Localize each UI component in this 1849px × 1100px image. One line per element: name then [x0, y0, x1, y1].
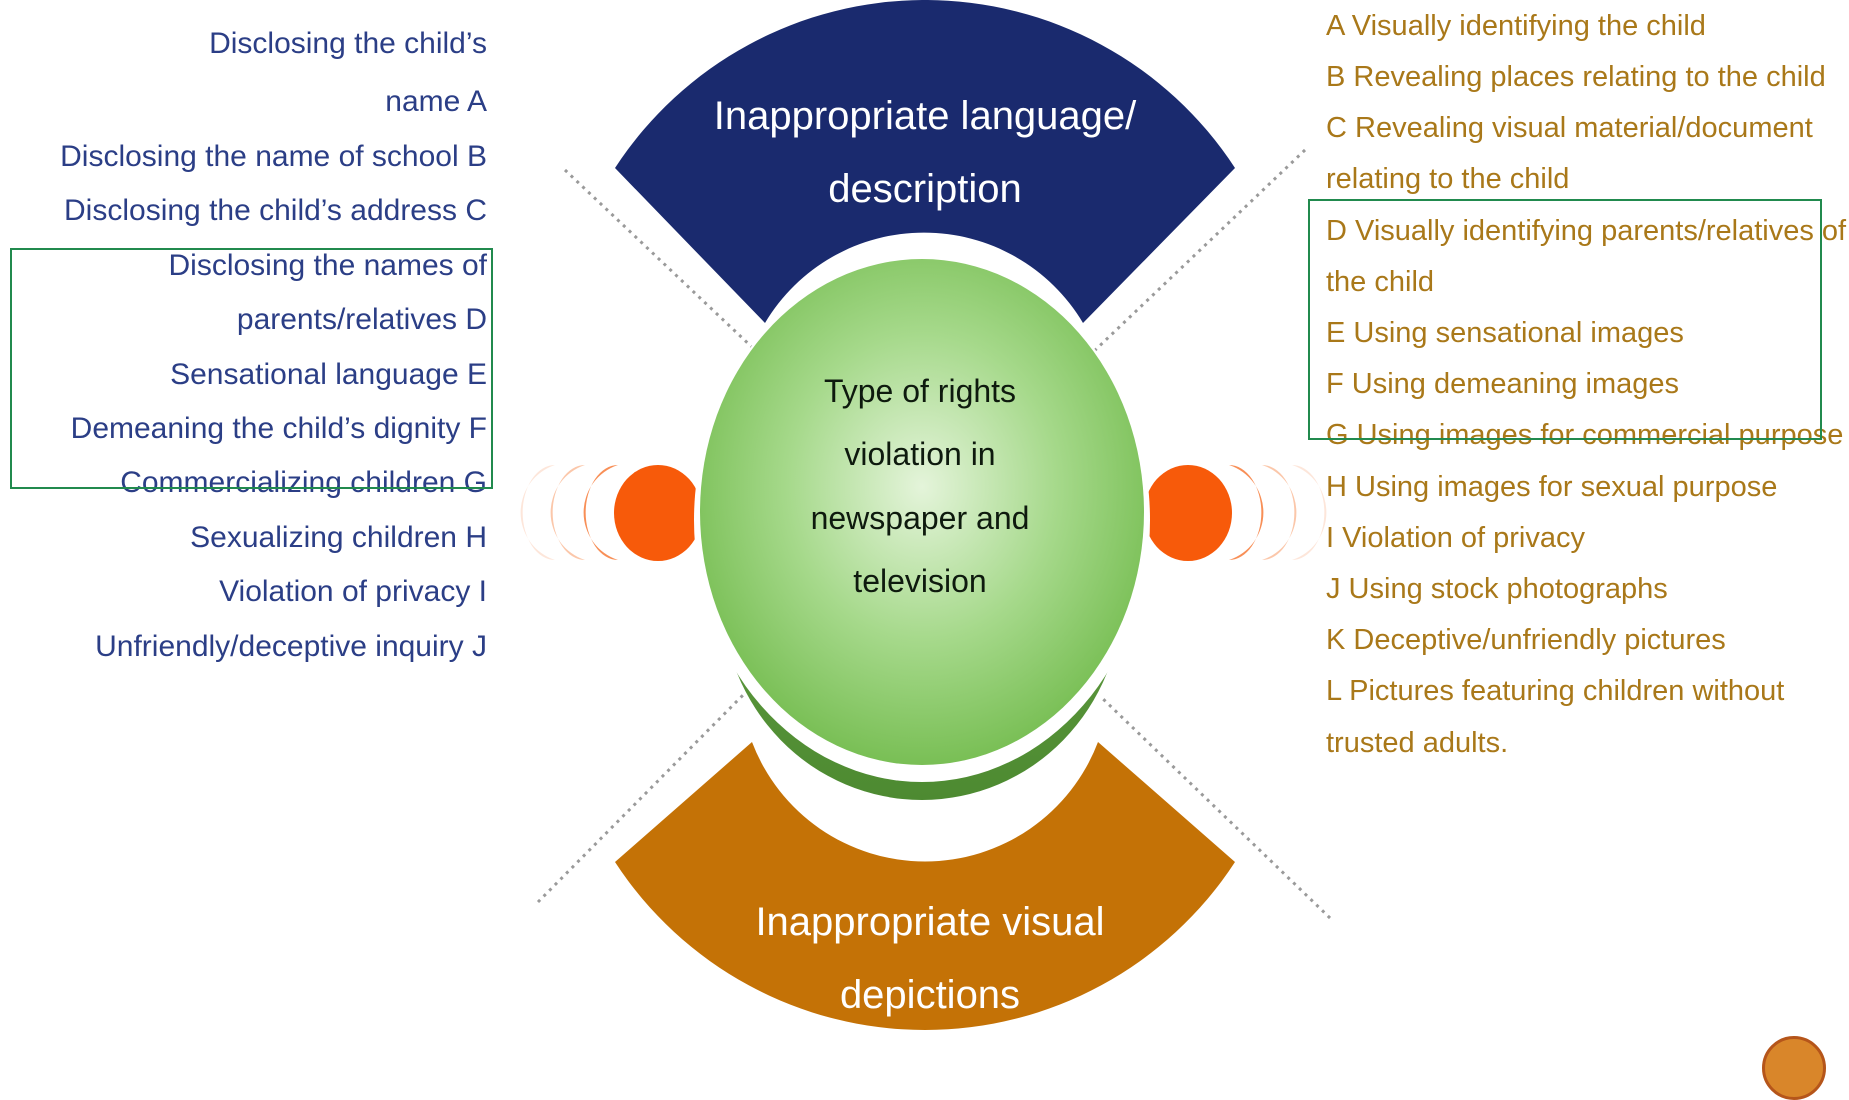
dotted-line-bottom-left [536, 688, 750, 904]
center-title-line4: television [853, 563, 987, 599]
right-list-item: F Using demeaning images [1326, 368, 1680, 400]
left-list-item: Disclosing the child’s [209, 27, 487, 60]
right-ripple-icon [1144, 465, 1327, 561]
bottom-arc-title-line1: Inappropriate visual [755, 900, 1105, 944]
right-list-item: E Using sensational images [1326, 317, 1684, 349]
right-list-item: J Using stock photographs [1326, 573, 1668, 605]
bottom-arc-title: Inappropriate visual depictions [660, 898, 1200, 1019]
center-title-line1: Type of rights [823, 373, 1017, 409]
right-list-item: K Deceptive/unfriendly pictures [1326, 624, 1726, 656]
top-arc-title-line2: description [828, 167, 1022, 211]
right-list-item: C Revealing visual material/document [1326, 112, 1813, 144]
bottom-arc-segment [615, 742, 1235, 1031]
dotted-line-top-right [1088, 148, 1307, 357]
right-list-item: the child [1326, 266, 1435, 298]
dotted-line-top-left [563, 168, 757, 352]
right-list-item: relating to the child [1326, 163, 1570, 195]
left-list-item: Violation of privacy I [219, 575, 487, 608]
right-list-item: A Visually identifying the child [1326, 10, 1706, 42]
bottom-arc-title-line2: depictions [839, 973, 1021, 1017]
left-list-item: Disclosing the name of school B [60, 140, 487, 173]
left-ripple-icon [520, 465, 702, 561]
center-title-line2: violation in [844, 436, 996, 472]
right-list-item: H Using images for sexual purpose [1326, 471, 1778, 503]
left-list-item: Disclosing the names of [168, 249, 488, 282]
top-arc-title-line1: Inappropriate language/ [713, 94, 1137, 138]
left-list-item: Sensational language E [170, 358, 487, 391]
right-list-item: G Using images for commercial purpose [1326, 419, 1844, 451]
left-highlight-box [10, 248, 493, 489]
left-list-item: Sexualizing children H [190, 521, 487, 554]
right-list-item: D Visually identifying parents/relatives… [1326, 215, 1847, 247]
top-arc-title: Inappropriate language/ description [650, 92, 1200, 213]
center-circle [694, 258, 1150, 800]
diagram-canvas [520, 0, 1332, 1031]
right-highlight-box [1308, 199, 1822, 440]
right-list-item: trusted adults. [1326, 727, 1509, 759]
center-title-line3: newspaper and [810, 500, 1030, 536]
left-list-item: Disclosing the child’s address C [64, 194, 487, 227]
left-list-item: Unfriendly/deceptive inquiry J [95, 630, 487, 663]
left-list-item: Demeaning the child’s dignity F [70, 412, 487, 445]
logo-icon [1762, 1036, 1826, 1100]
left-list-item: Commercializing children G [120, 466, 487, 499]
right-list-item: L Pictures featuring children without [1326, 675, 1785, 707]
left-list-item: parents/relatives D [236, 303, 487, 336]
right-list-item: B Revealing places relating to the child [1326, 61, 1826, 93]
right-list-item: I Violation of privacy [1326, 522, 1585, 554]
dotted-line-bottom-right [1098, 694, 1332, 920]
left-list-item: name A [385, 85, 487, 118]
top-arc-segment [615, 0, 1235, 323]
